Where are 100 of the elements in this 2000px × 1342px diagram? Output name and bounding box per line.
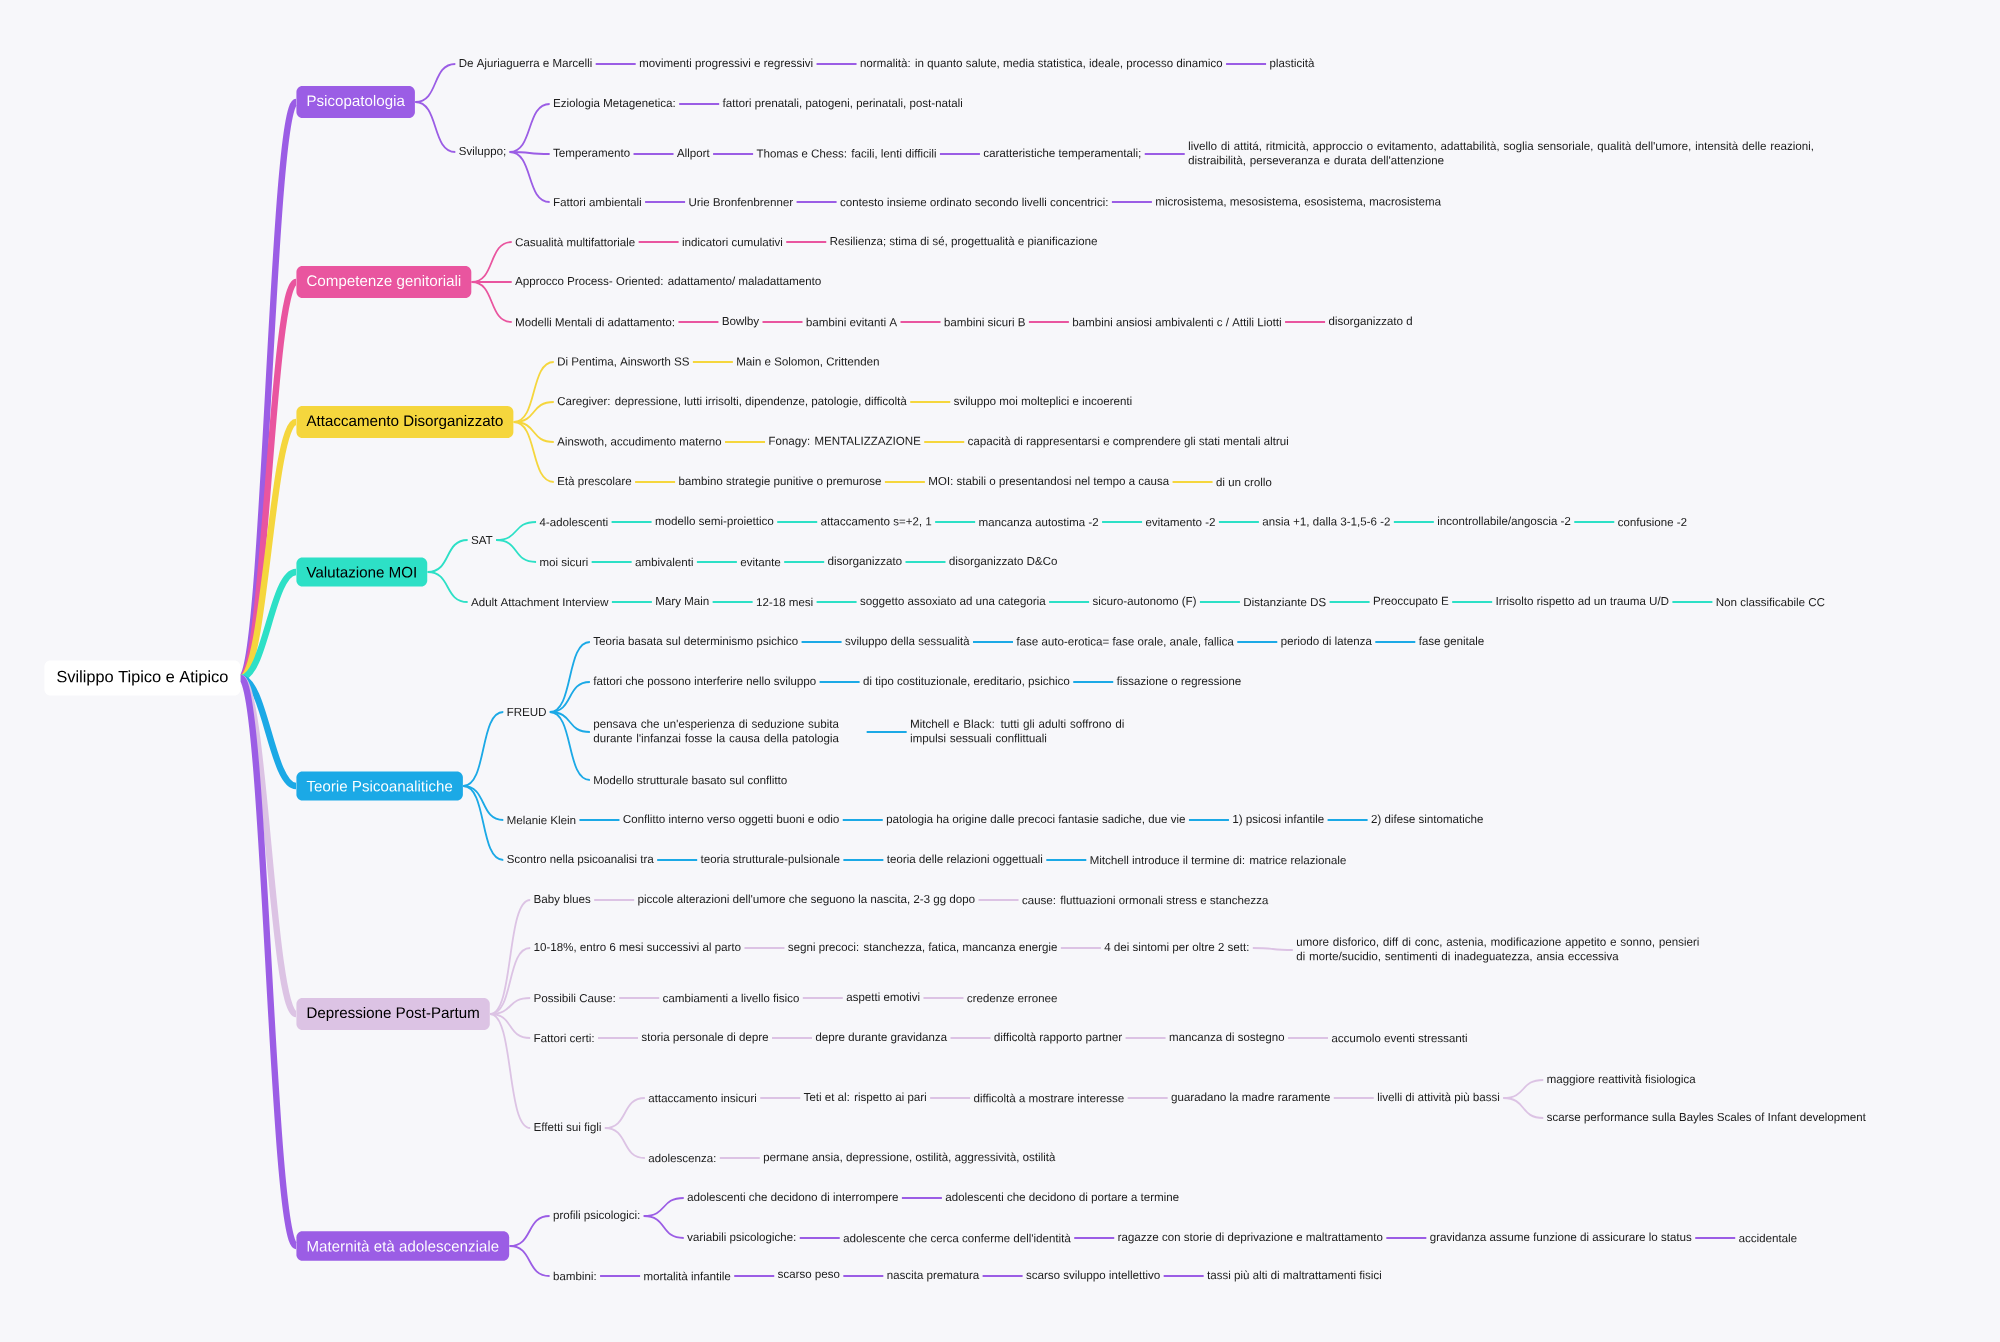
branch-line bbox=[761, 321, 804, 323]
branch-line bbox=[594, 63, 637, 65]
branch-line bbox=[972, 641, 1014, 643]
branch-line bbox=[593, 899, 636, 901]
branch-line bbox=[610, 521, 653, 523]
branch-line bbox=[901, 1197, 943, 1199]
branch-line bbox=[1251, 947, 1294, 951]
branch-line bbox=[599, 1275, 641, 1277]
branch-line bbox=[678, 103, 721, 105]
branch-line bbox=[815, 601, 858, 603]
branch-line bbox=[800, 641, 843, 643]
branch-line bbox=[801, 997, 844, 999]
branch-line bbox=[692, 361, 734, 363]
branch-line bbox=[618, 997, 661, 999]
branch-line bbox=[1573, 521, 1616, 523]
branch-line bbox=[1502, 1097, 1545, 1119]
branch-line bbox=[981, 1275, 1024, 1277]
branch-line bbox=[239, 675, 298, 789]
branch-line bbox=[495, 521, 537, 541]
branch-line bbox=[1199, 601, 1241, 603]
branch-line bbox=[1111, 201, 1153, 203]
branch-line bbox=[611, 601, 653, 603]
branch-line bbox=[489, 1013, 532, 1039]
branch-line bbox=[237, 100, 299, 680]
branch-line bbox=[489, 1013, 532, 1129]
branch-line bbox=[759, 1097, 802, 1099]
branch-line bbox=[634, 481, 676, 483]
branch-line bbox=[549, 641, 591, 713]
branch-line bbox=[462, 785, 505, 861]
branch-line bbox=[239, 569, 298, 681]
branch-line bbox=[238, 675, 299, 1017]
branch-line bbox=[771, 1037, 813, 1039]
branch-line bbox=[1326, 819, 1369, 821]
branch-line bbox=[549, 711, 591, 781]
branch-line bbox=[238, 280, 299, 680]
branch-line bbox=[899, 321, 942, 323]
branch-line bbox=[603, 1127, 646, 1159]
branch-line bbox=[743, 947, 786, 949]
branch-line bbox=[508, 151, 551, 203]
branch-line bbox=[1028, 321, 1070, 323]
branch-line bbox=[724, 441, 766, 443]
branch-line bbox=[1236, 641, 1279, 643]
branch-line bbox=[470, 281, 513, 283]
branch-line bbox=[462, 711, 505, 787]
root-topic-box: Svilippo Tipico e Atipico bbox=[44, 660, 241, 696]
branch-line bbox=[414, 63, 457, 103]
branch-line bbox=[597, 1037, 639, 1039]
branch-line bbox=[237, 676, 299, 1248]
branch-line bbox=[842, 859, 885, 861]
branch-line bbox=[508, 151, 551, 155]
branch-line bbox=[426, 539, 469, 573]
branch-line bbox=[785, 241, 828, 243]
branch-line bbox=[489, 899, 532, 1015]
branch-line bbox=[904, 561, 947, 563]
branch-line bbox=[929, 1097, 972, 1099]
branch-line bbox=[470, 241, 513, 283]
branch-line bbox=[512, 361, 555, 423]
branch-line bbox=[512, 421, 555, 483]
branch-line bbox=[1502, 1079, 1545, 1099]
branch-line bbox=[783, 561, 826, 563]
branch-line bbox=[865, 731, 908, 733]
branch-line bbox=[642, 1215, 685, 1239]
branch-line bbox=[841, 819, 884, 821]
branch-line bbox=[1694, 1237, 1737, 1239]
branch-line bbox=[1171, 481, 1214, 483]
branch-line bbox=[489, 997, 532, 1015]
branch-line bbox=[549, 681, 591, 713]
branch-line bbox=[632, 153, 675, 155]
branch-line bbox=[909, 401, 952, 403]
branch-line bbox=[1451, 601, 1494, 603]
branch-line bbox=[1101, 521, 1143, 523]
branch-line bbox=[1225, 63, 1267, 65]
branch-line bbox=[470, 281, 513, 323]
branch-line bbox=[414, 101, 457, 153]
branch-line bbox=[977, 899, 1020, 901]
branch-line bbox=[677, 321, 720, 323]
branch-line bbox=[939, 153, 981, 155]
branch-line bbox=[1124, 1037, 1167, 1039]
branch-line bbox=[818, 681, 861, 683]
branch-line bbox=[923, 441, 966, 443]
branch-line bbox=[1126, 1097, 1169, 1099]
branch-line bbox=[238, 419, 299, 681]
branch-line bbox=[1218, 521, 1260, 523]
branch-line bbox=[508, 103, 551, 153]
branch-line bbox=[711, 601, 754, 603]
branch-line bbox=[1073, 1237, 1116, 1239]
branch-line bbox=[1072, 681, 1115, 683]
branch-line bbox=[718, 1157, 761, 1159]
branch-line bbox=[489, 947, 532, 1015]
branch-line bbox=[1332, 1097, 1375, 1099]
branch-line bbox=[508, 1245, 551, 1277]
branch-line bbox=[1671, 601, 1714, 603]
branch-line bbox=[549, 711, 591, 733]
branch-line bbox=[934, 521, 977, 523]
branch-line bbox=[798, 1237, 841, 1239]
branch-line bbox=[1188, 819, 1230, 821]
branch-line bbox=[884, 481, 926, 483]
branch-line bbox=[512, 421, 555, 443]
branch-line bbox=[922, 997, 965, 999]
branch-line bbox=[1374, 641, 1417, 643]
